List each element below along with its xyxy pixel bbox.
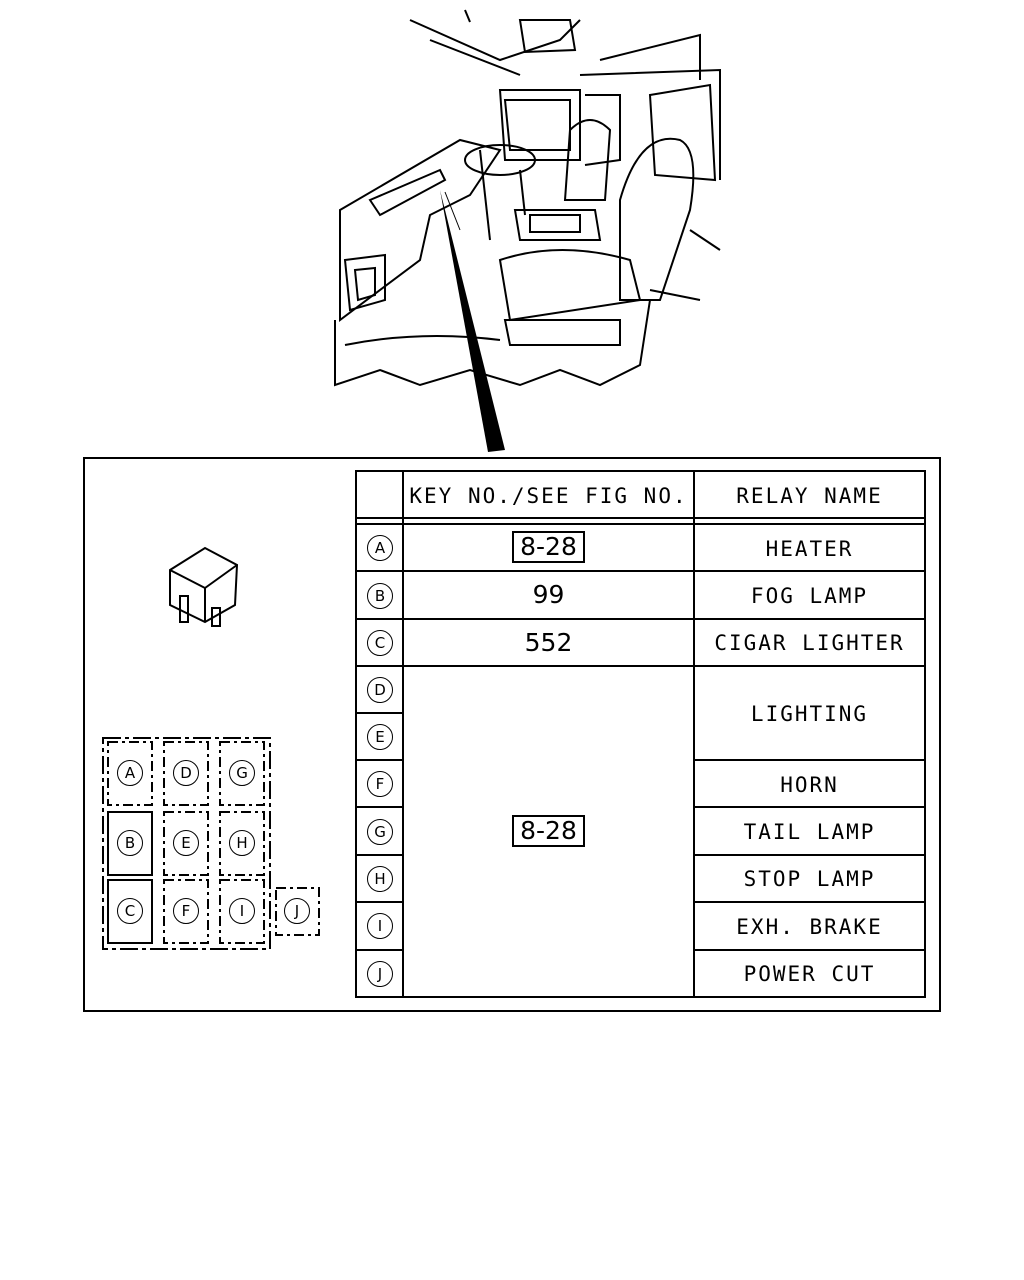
block-cell-g: G (229, 760, 255, 786)
name-stop-lamp: STOP LAMP (743, 867, 876, 891)
key-c-label: C (367, 630, 393, 656)
name-tail-lamp: TAIL LAMP (743, 820, 876, 844)
block-cell-d: D (173, 760, 199, 786)
key-d-label: D (367, 677, 393, 703)
block-cell-b: B (117, 830, 143, 856)
ref-b: 99 (532, 580, 565, 609)
name-cigar-lighter: CIGAR LIGHTER (714, 631, 905, 655)
key-g-label: G (367, 819, 393, 845)
key-i-label: I (367, 913, 393, 939)
key-e-label: E (367, 724, 393, 750)
key-b-label: B (367, 583, 393, 609)
relay-block-diagram (102, 737, 320, 950)
block-cell-i: I (229, 898, 255, 924)
block-cell-e: E (173, 830, 199, 856)
block-cell-f: F (173, 898, 199, 924)
name-exh-brake: EXH. BRAKE (736, 915, 883, 939)
name-lighting: LIGHTING (750, 702, 869, 726)
block-cell-j: J (284, 898, 310, 924)
block-cell-c: C (117, 898, 143, 924)
key-f-label: F (367, 771, 393, 797)
ref-d-to-j: 8-28 (512, 815, 585, 847)
header-key-fig: KEY NO./SEE FIG NO. (409, 484, 688, 508)
ref-a: 8-28 (512, 531, 585, 563)
name-heater: HEATER (765, 537, 854, 561)
ref-c: 552 (524, 628, 573, 657)
relay-icon (169, 546, 239, 627)
key-h-label: H (367, 866, 393, 892)
name-horn: HORN (780, 773, 839, 797)
block-cell-a: A (117, 760, 143, 786)
key-a-label: A (367, 535, 393, 561)
name-power-cut: POWER CUT (743, 962, 876, 986)
key-j-label: J (367, 961, 393, 987)
header-relay-name: RELAY NAME (736, 484, 883, 508)
name-fog-lamp: FOG LAMP (750, 584, 869, 608)
block-cell-h: H (229, 830, 255, 856)
